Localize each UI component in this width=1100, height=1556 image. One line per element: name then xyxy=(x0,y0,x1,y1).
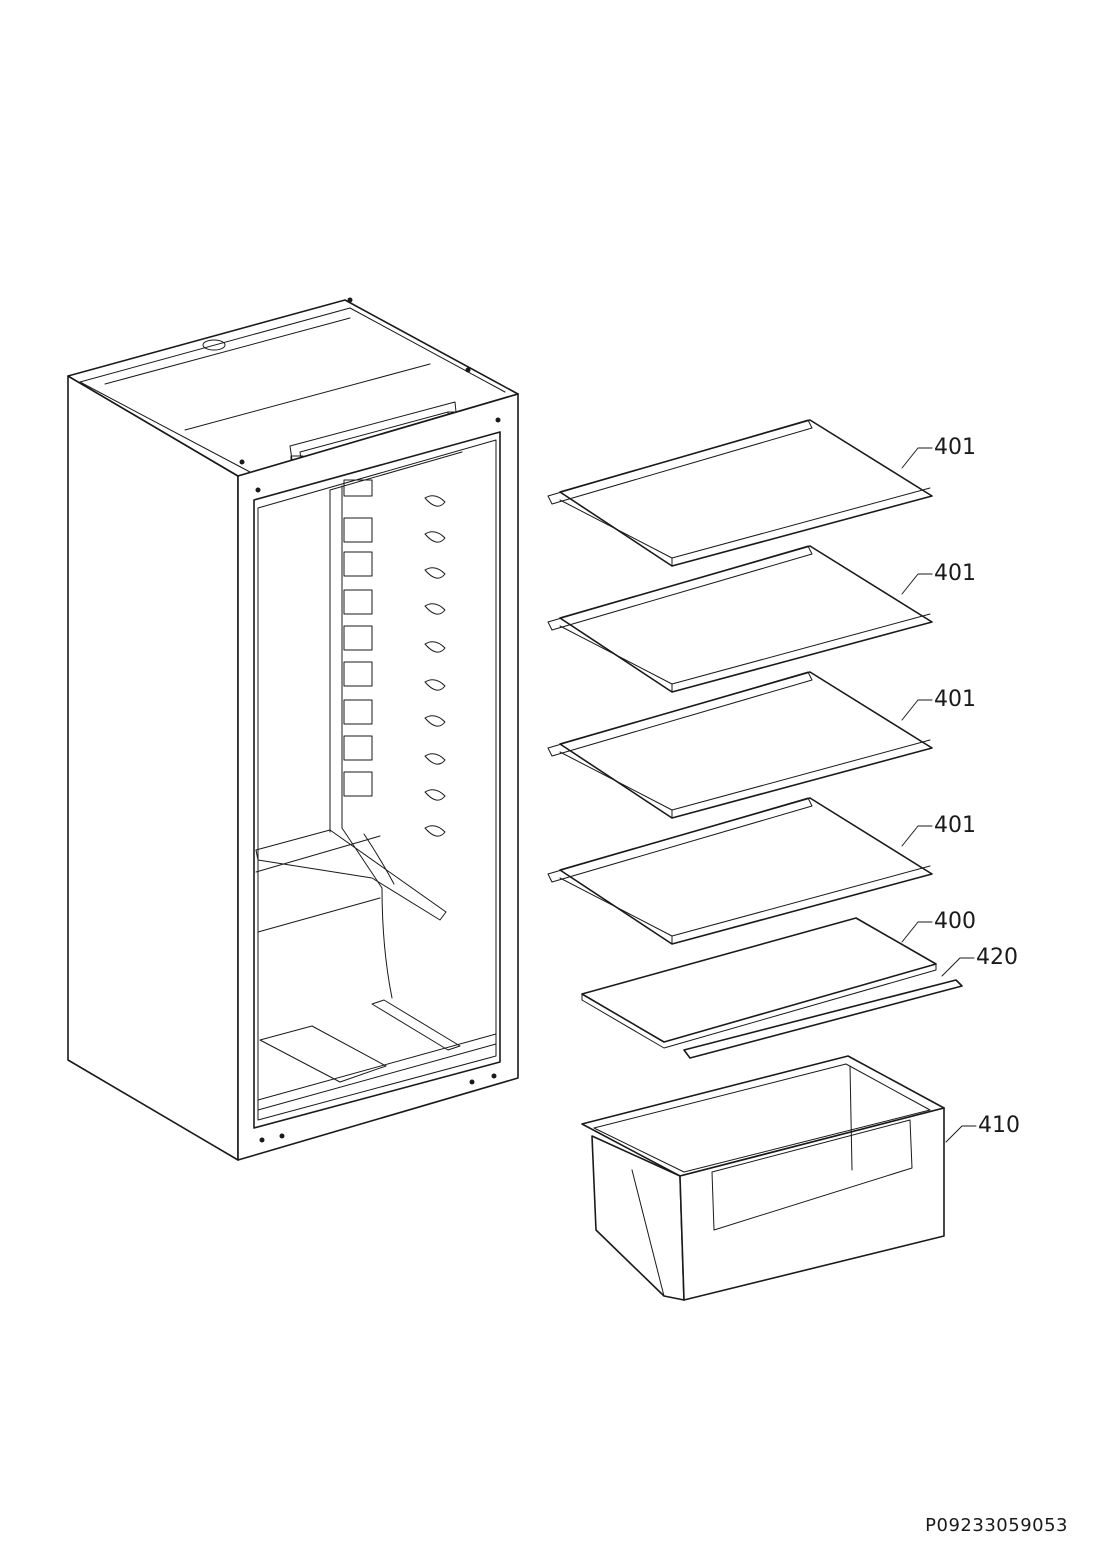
trim-strip xyxy=(683,979,963,1059)
glass-shelf-3 xyxy=(547,671,933,819)
callout-label-shelf-1: 401 xyxy=(934,435,976,460)
fridge-cabinet xyxy=(67,297,519,1161)
callout-leaders xyxy=(901,447,977,1143)
callout-label-shelf-2: 401 xyxy=(934,561,976,586)
crisper-drawer xyxy=(581,1055,945,1301)
callout-label-shelf-4: 401 xyxy=(934,813,976,838)
callout-label-crisper-drawer: 410 xyxy=(978,1113,1020,1138)
side-wall-rails xyxy=(424,495,446,837)
callout-label-trim-strip: 420 xyxy=(976,945,1018,970)
glass-plate xyxy=(581,917,937,1049)
callout-label-shelf-3: 401 xyxy=(934,687,976,712)
glass-shelf-4 xyxy=(547,797,933,945)
shelf-supports xyxy=(343,479,373,797)
glass-shelf-1 xyxy=(547,419,933,567)
callout-label-glass-plate: 400 xyxy=(934,909,976,934)
glass-shelf-2 xyxy=(547,545,933,693)
document-code: P09233059053 xyxy=(925,1515,1068,1536)
